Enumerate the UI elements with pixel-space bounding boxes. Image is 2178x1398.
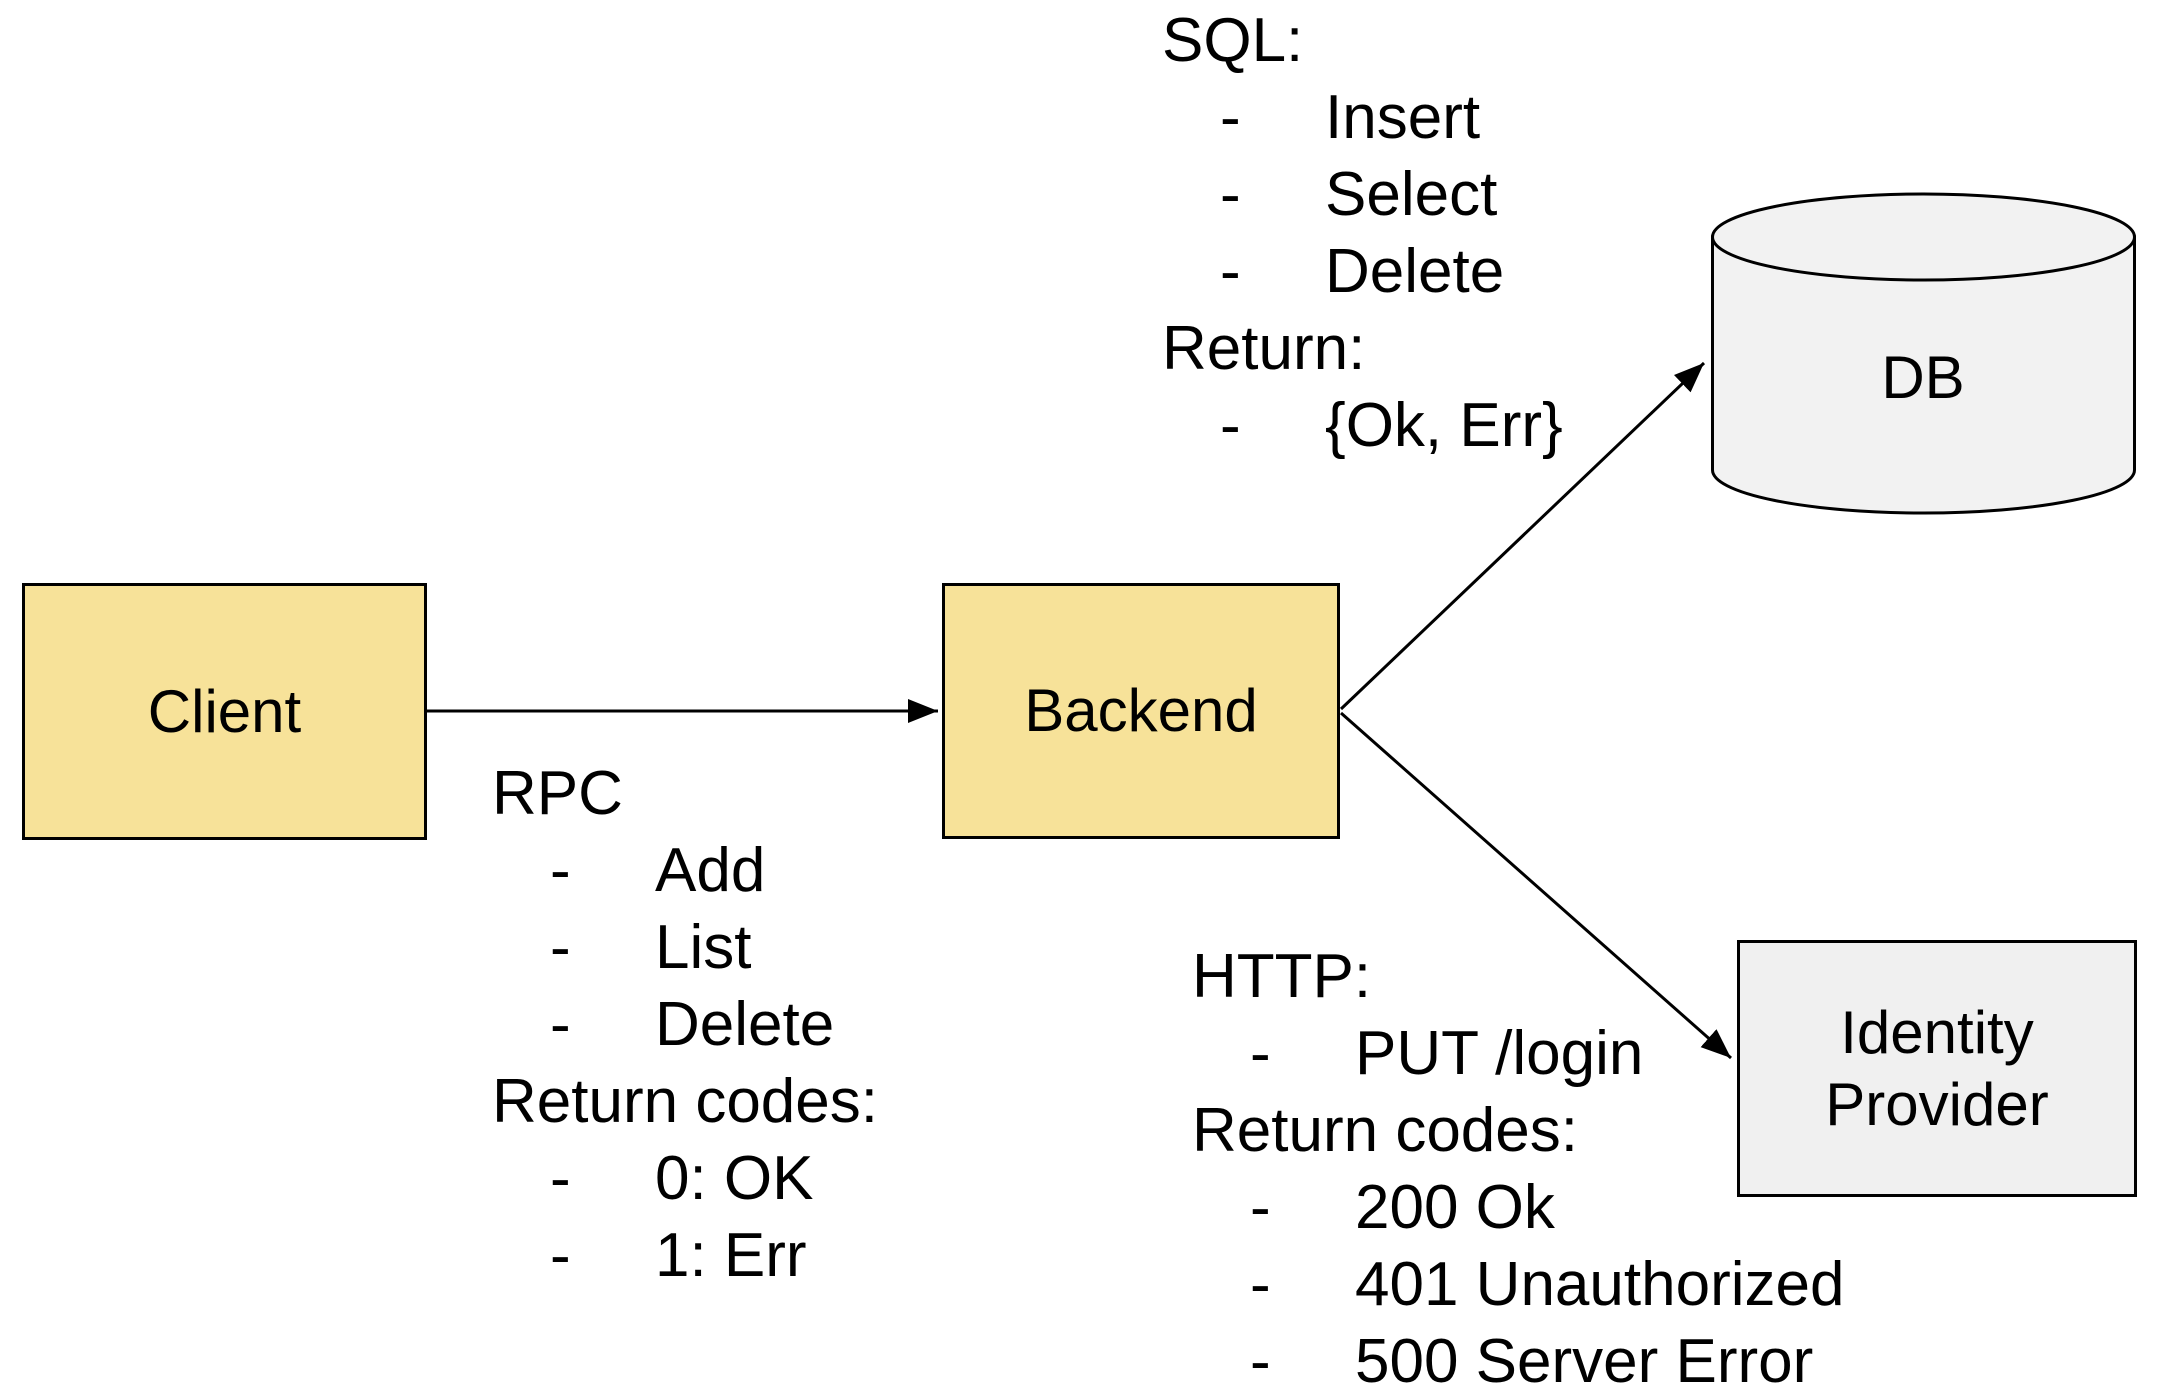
annotation-line: -Select [1220,160,1498,229]
annotation-line: Return codes: [1192,1096,1578,1165]
annotation-line: SQL: [1162,6,1304,75]
annotation-line: -PUT /login [1250,1019,1644,1088]
annotation-line: -0: OK [550,1144,814,1213]
annotation-line: -Add [550,836,766,905]
db-cylinder-shape [1711,192,2136,515]
annotation-line: -200 Ok [1250,1173,1555,1242]
annotation-line: -Insert [1220,83,1481,152]
annotation-line: Return codes: [492,1067,878,1136]
annotation-line: Return: [1162,314,1366,383]
annotation-line: -1: Err [550,1221,807,1290]
arrow-backend-to-identity-provider [1340,711,1732,1060]
annotation-line: HTTP: [1192,942,1372,1011]
annotation-line: RPC [492,759,623,828]
identity-provider-label-line2: Provider [1825,1070,2049,1138]
identity-provider-node: Identity Provider [1737,940,2137,1197]
annotation-line: -List [550,913,752,982]
arrow-backend-to-db [1339,361,1706,711]
db-node-label: DB [1881,344,1965,411]
annotation-line: -401 Unauthorized [1250,1250,1845,1319]
annotation-line: -500 Server Error [1250,1327,1814,1396]
annotation-line: -Delete [550,990,835,1059]
sql-annotation: SQL: -Insert -Select -Delete Return: -{O… [1162,2,1563,464]
client-node: Client [22,583,427,840]
backend-node: Backend [942,583,1340,839]
identity-provider-label-line1: Identity [1840,998,2034,1066]
backend-node-label: Backend [1024,677,1258,744]
annotation-line: -{Ok, Err} [1220,391,1563,460]
rpc-annotation: RPC -Add -List -Delete Return codes: -0:… [492,755,878,1294]
client-node-label: Client [147,677,302,745]
annotation-line: -Delete [1220,237,1505,306]
http-annotation: HTTP: -PUT /login Return codes: -200 Ok … [1192,938,1844,1398]
